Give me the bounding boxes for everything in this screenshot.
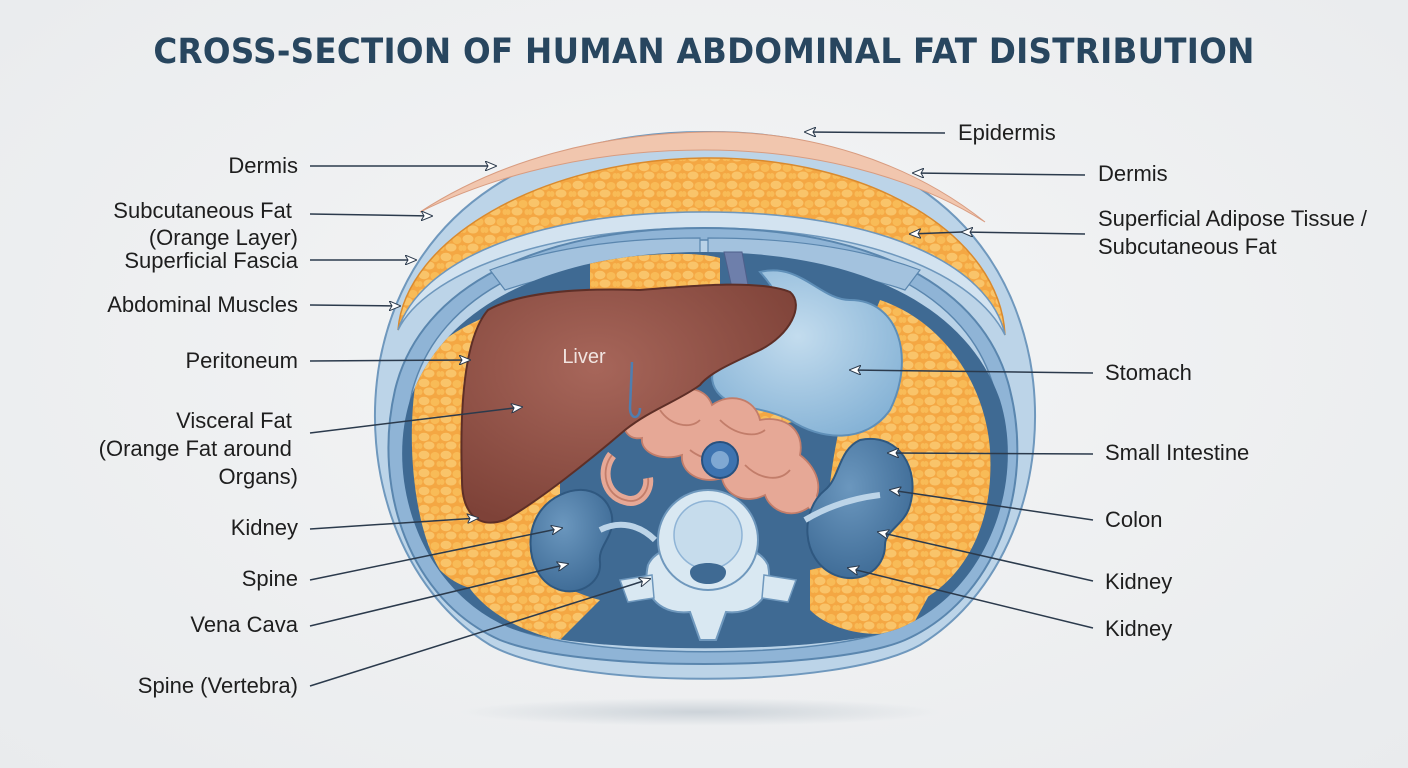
leader-abdominal-muscles-left xyxy=(309,305,400,306)
visceral-fat-bottom-right xyxy=(810,563,940,634)
superficial-fascia-layer xyxy=(397,211,1006,336)
renal-vessel-right xyxy=(803,492,881,523)
right-labels: Epidermis Dermis Superficial Adipose Tis… xyxy=(805,120,1373,641)
leader-vena-cava-left xyxy=(309,564,568,627)
leader-kidney-right-2 xyxy=(848,568,1094,629)
label-abdominal-muscles-left: Abdominal Muscles xyxy=(107,292,298,317)
leader-spine-vertebra-left xyxy=(309,579,650,687)
leader-visceral-fat-left xyxy=(309,407,522,434)
label-peritoneum-left: Peritoneum xyxy=(185,348,298,373)
vena-cava-lumen xyxy=(711,451,729,469)
label-small-intestine-right: Small Intestine xyxy=(1105,440,1249,465)
leader-superficial-adipose-right-2 xyxy=(910,232,963,234)
label-colon-right: Colon xyxy=(1105,507,1162,532)
leader-stomach-right xyxy=(850,370,1094,373)
liver-label: Liver xyxy=(562,346,606,368)
leader-superficial-adipose-right-1 xyxy=(962,232,1086,234)
page-title: CROSS-SECTION OF HUMAN ABDOMINAL FAT DIS… xyxy=(153,32,1255,72)
hepatic-vessel xyxy=(628,361,642,419)
vertebra xyxy=(618,489,798,641)
leader-kidney-left xyxy=(309,518,478,530)
label-dermis-right: Dermis xyxy=(1098,161,1168,186)
epidermis-layer xyxy=(419,131,986,223)
leader-dermis-right xyxy=(913,173,1086,175)
leader-subcutaneous-fat-left xyxy=(309,214,432,216)
left-labels: Dermis Subcutaneous Fat (Orange Layer) S… xyxy=(99,153,650,698)
label-spine-left: Spine xyxy=(242,566,298,591)
leader-epidermis-right xyxy=(805,132,946,133)
renal-vessel-left xyxy=(598,521,658,543)
label-subcutaneous-fat-left: Subcutaneous Fat (Orange Layer) xyxy=(113,198,298,250)
kidney-left xyxy=(529,488,614,593)
ground-shadow xyxy=(460,698,940,726)
leader-small-intestine-right xyxy=(888,453,1094,454)
label-kidney-right-1: Kidney xyxy=(1105,569,1172,594)
label-epidermis-right: Epidermis xyxy=(958,120,1056,145)
label-stomach-right: Stomach xyxy=(1105,360,1192,385)
leader-spine-left xyxy=(309,528,562,581)
leader-colon-right xyxy=(890,490,1094,521)
label-spine-vertebra-left: Spine (Vertebra) xyxy=(138,673,298,698)
leader-peritoneum-left xyxy=(309,360,470,361)
label-vena-cava-left: Vena Cava xyxy=(190,612,298,637)
leader-kidney-right-1 xyxy=(878,532,1094,582)
label-kidney-right-2: Kidney xyxy=(1105,616,1172,641)
kidney-right xyxy=(806,437,914,580)
label-kidney-left: Kidney xyxy=(231,515,298,540)
liver xyxy=(460,283,797,524)
label-visceral-fat-left: Visceral Fat (Orange Fat around Organs) xyxy=(99,408,298,489)
label-dermis-left: Dermis xyxy=(228,153,298,178)
label-superficial-fascia-left: Superficial Fascia xyxy=(124,248,298,273)
visceral-fat-bottom xyxy=(460,540,600,640)
label-superficial-adipose-right: Superficial Adipose Tissue / Subcutaneou… xyxy=(1098,206,1373,259)
